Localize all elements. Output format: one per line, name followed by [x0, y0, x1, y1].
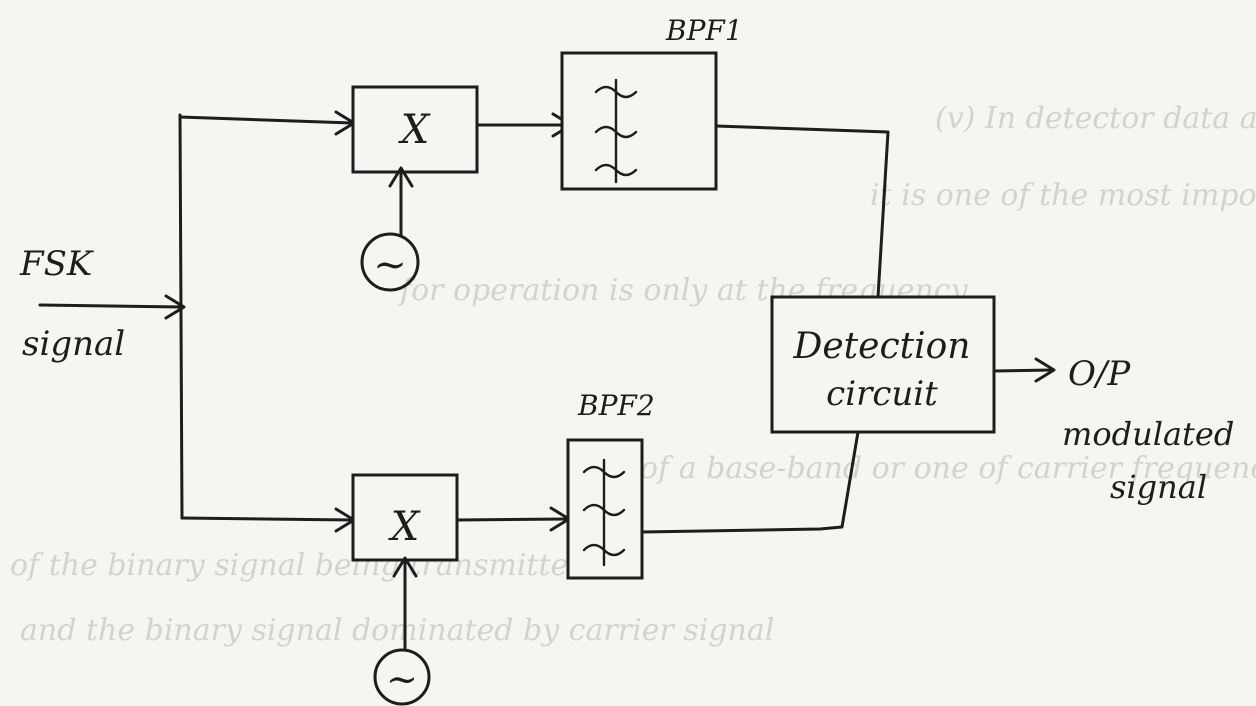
bleed-line: of a base-band or one of carrier frequen… [640, 451, 1256, 486]
output-label-line2: modulated [1062, 415, 1234, 453]
detection-label-line2: circuit [826, 374, 938, 414]
bpf2-filter-icon [582, 458, 626, 567]
input-label-line2: signal [22, 324, 125, 364]
bpf1-block [560, 51, 718, 191]
upper-oscillator-symbol: ~ [373, 242, 407, 288]
output-arrowhead [1034, 357, 1056, 383]
split-line [178, 113, 184, 520]
lower-multiplier-symbol: X [388, 504, 421, 550]
detection-label-line1: Detection [793, 326, 971, 367]
upper-multiplier [351, 85, 479, 174]
upper-osc-arrowhead [388, 166, 414, 188]
upper-feed-line [178, 115, 354, 125]
input-label-line1: FSK [19, 244, 95, 284]
lower-oscillator [373, 648, 431, 706]
lower-feed-line [180, 516, 354, 522]
bpf2-label: BPF2 [577, 389, 655, 422]
bpf1-filter-icon [594, 78, 638, 184]
bleed-line: and the binary signal dominated by carri… [20, 613, 774, 648]
output-line [992, 368, 1054, 373]
lower-osc-arrowhead [392, 556, 418, 578]
bleed-line: (v) In detector data are demodulated by … [935, 101, 1256, 136]
bpf2-to-detector-line [640, 430, 860, 534]
input-arrow [38, 294, 186, 320]
lower-oscillator-symbol: ~ [386, 657, 418, 701]
upper-oscillator [360, 232, 420, 292]
bpf1-to-detector-line [714, 124, 890, 299]
upper-multiplier-symbol: X [398, 107, 431, 153]
bleed-line: of the binary signal being transmitted [10, 548, 587, 583]
bleed-through-text: (v) In detector data are demodulated by … [10, 101, 1256, 648]
bpf1-label: BPF1 [665, 14, 743, 47]
lower-to-bpf2-line [455, 517, 570, 522]
bleed-line: it is one of the most important method [870, 178, 1256, 213]
output-label-line3: signal [1110, 468, 1207, 506]
output-label-line1: O/P [1068, 354, 1131, 394]
detection-circuit-block [770, 295, 996, 434]
